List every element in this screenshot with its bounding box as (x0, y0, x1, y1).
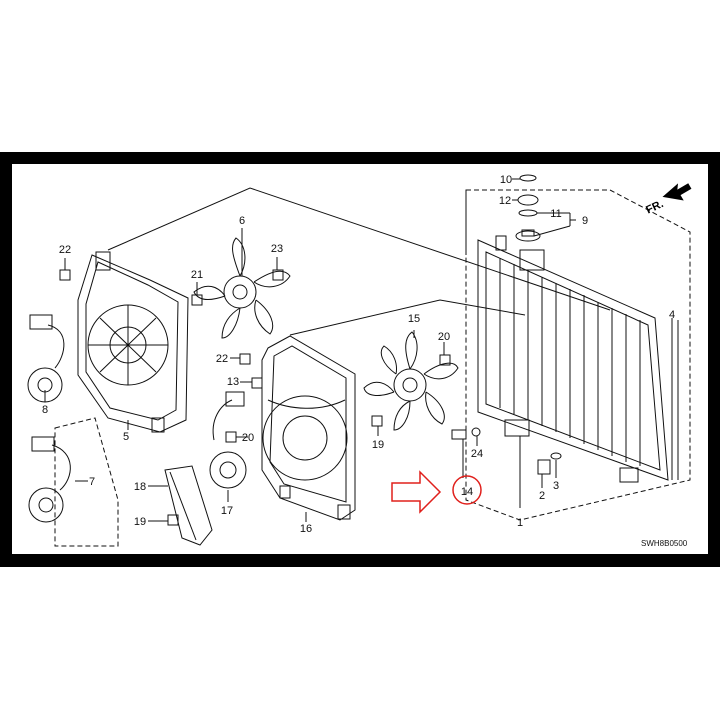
callout-20-right: 20 (438, 331, 450, 343)
highlight-arrow-icon (391, 470, 442, 514)
callout-16: 16 (300, 523, 312, 535)
fan-shroud-5 (77, 251, 189, 433)
callout-24: 24 (471, 448, 483, 460)
bracket-18 (164, 465, 213, 546)
callout-2: 2 (539, 490, 545, 502)
fan-motor-7 (28, 436, 71, 523)
fan-6 (193, 237, 291, 339)
callout-17: 17 (221, 505, 233, 517)
callout-15: 15 (408, 313, 420, 325)
callout-6: 6 (239, 215, 245, 227)
callout-3: 3 (553, 480, 559, 492)
fan-motor-8 (27, 314, 65, 403)
callout-1: 1 (517, 517, 523, 529)
callout-18: 18 (134, 481, 146, 493)
callout-22-mid: 22 (216, 353, 228, 365)
callout-13: 13 (227, 376, 239, 388)
drain-plug-2 (537, 452, 562, 475)
callout-10: 10 (500, 174, 512, 186)
fan-shroud-16 (261, 335, 356, 521)
callout-4: 4 (669, 309, 675, 321)
callout-12: 12 (499, 195, 511, 207)
callout-leaders (44, 178, 673, 522)
assembly-outline-dashed (54, 189, 691, 547)
leader-lines (107, 187, 611, 336)
callout-19-lower: 19 (134, 516, 146, 528)
fan-15 (363, 331, 459, 431)
callout-14: 14 (461, 486, 473, 498)
callout-23: 23 (271, 243, 283, 255)
callout-7: 7 (89, 476, 95, 488)
sensor-14 (451, 427, 481, 440)
front-direction-arrow: FR. (644, 183, 692, 216)
callout-8: 8 (42, 404, 48, 416)
fan-motor-17 (209, 391, 247, 489)
callout-20-left: 20 (242, 432, 254, 444)
callout-9: 9 (582, 215, 588, 227)
drawing-code: SWH8B0500 (641, 539, 688, 548)
bolts (59, 269, 451, 526)
highlight-circle (452, 475, 482, 505)
radiator-cap-stack (515, 174, 541, 242)
front-label: FR. (644, 198, 665, 216)
callout-11: 11 (550, 208, 561, 220)
callout-19-mid: 19 (372, 439, 384, 451)
radiator-1 (477, 235, 679, 483)
callout-21: 21 (191, 269, 203, 281)
callout-5: 5 (123, 431, 129, 443)
callout-22-upper: 22 (59, 244, 71, 256)
